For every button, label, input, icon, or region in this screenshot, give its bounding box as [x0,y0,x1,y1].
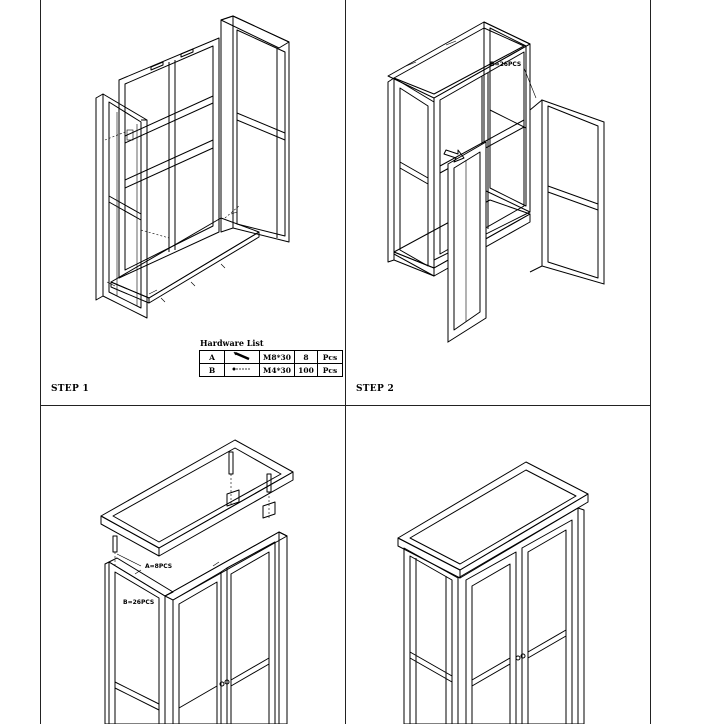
bottom-board [110,217,260,304]
grid-divider-horizontal [40,405,651,406]
insert-arrow-icon [443,149,465,163]
metal-brackets [226,489,276,519]
hardware-id: A [199,350,225,364]
hardware-row: B M4*30 100 Pcs [199,363,343,377]
grid-border-left [40,0,41,724]
step-1-label: STEP 1 [51,384,90,394]
right-side-panel [220,15,290,243]
step-2-panel: B=26PCS STEP 2 [346,0,650,405]
dowel-pins [112,451,272,566]
hardware-unit: Pcs [317,350,343,364]
hardware-qty: 100 [294,363,318,377]
step-1-panel: STEP 1 [41,0,345,405]
hardware-row: A M8*30 8 Pcs [199,350,343,364]
step-3-screw-annotation: B=26PCS [123,599,154,606]
right-door-open [529,99,605,285]
left-side-panel [95,93,148,319]
assembled-wardrobe [397,461,589,724]
bolt-icon [224,350,260,364]
right-side-panel [483,21,531,213]
hardware-qty: 8 [294,350,318,364]
step-3-drawing: A=8PCS B=26PCS [100,439,294,724]
step-2-label: STEP 2 [356,384,395,394]
hardware-list-table: A M8*30 8 Pcs B M4*30 100 Pcs [199,350,343,377]
step-3-panel: A=8PCS B=26PCS [41,406,345,724]
left-side-panel [387,77,435,277]
hardware-unit: Pcs [317,363,343,377]
leader-line [523,67,537,99]
top-board [100,439,294,557]
left-door [447,141,487,343]
back-panel [118,37,220,279]
screw-icon [224,363,260,377]
assembly-guide-lines [104,129,240,239]
screw-indicators [106,211,238,295]
leader-line [116,553,142,567]
hardware-list-title: Hardware List [200,338,264,348]
step-2-screw-annotation: B=26PCS [490,61,521,68]
step-1-drawing [95,15,290,319]
grid-divider-vertical [345,0,346,724]
step-3-bolt-annotation: A=8PCS [145,563,172,570]
grid-border-right [650,0,651,724]
step-2-drawing: B=26PCS [387,21,605,343]
carcass-body [104,531,288,724]
hardware-size: M4*30 [259,363,295,377]
step-4-panel [346,406,650,724]
step-4-drawing [397,461,589,724]
hardware-id: B [199,363,225,377]
hardware-size: M8*30 [259,350,295,364]
